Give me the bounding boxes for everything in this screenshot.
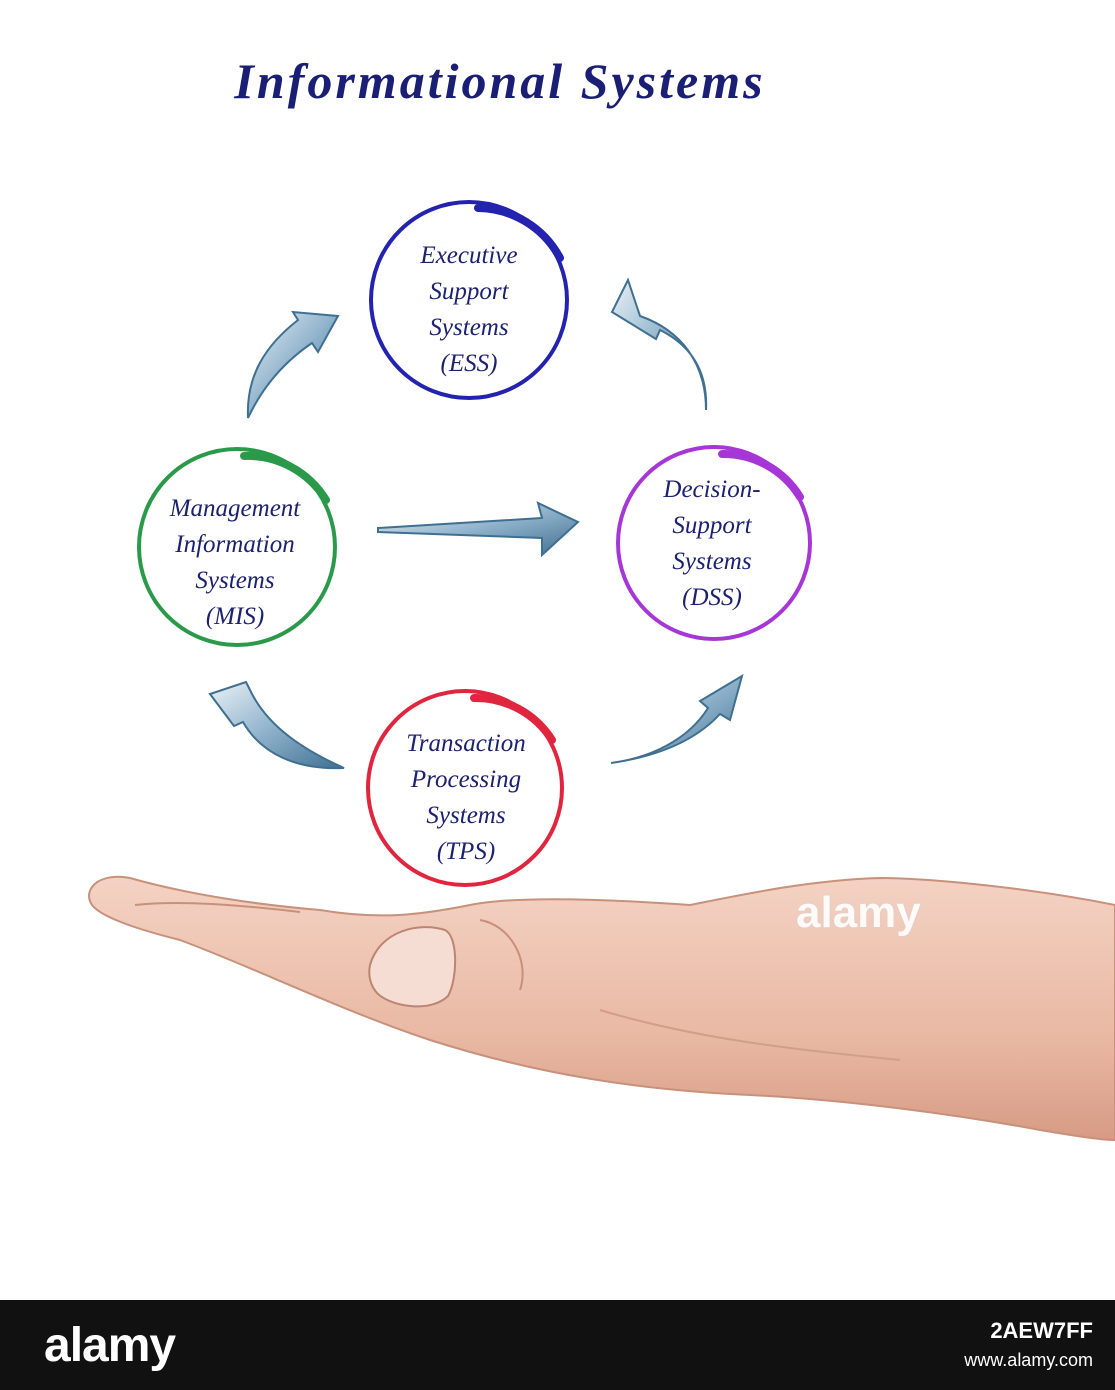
tps-circle — [366, 689, 564, 887]
arrow-tps-to-dss — [610, 673, 744, 764]
mis-circle — [137, 447, 337, 647]
watermark: alamy — [796, 888, 921, 937]
arrow-mis-to-dss — [377, 501, 580, 558]
diagram-graphics — [88, 200, 1115, 1142]
diagram-title: Informational Systems — [234, 53, 766, 109]
footer-image-id: 2AEW7FF — [990, 1318, 1093, 1343]
arrow-tps-to-mis — [208, 680, 345, 770]
node-tps-label: Transaction Processing Systems (TPS) — [406, 730, 526, 865]
footer-bar — [0, 1300, 1115, 1390]
ess-circle — [369, 200, 569, 400]
node-mis-label: Management Information Systems (MIS) — [169, 495, 301, 630]
node-dss-label: Decision- Support Systems (DSS) — [663, 476, 761, 611]
footer-logo[interactable]: alamy — [44, 1319, 176, 1372]
dss-circle — [616, 445, 812, 641]
hand-illustration — [88, 875, 1115, 1142]
node-ess-label: Executive Support Systems (ESS) — [420, 242, 518, 377]
diagram-canvas: Informational Systems Executive Support … — [88, 53, 1115, 1142]
arrow-dss-to-ess — [610, 277, 708, 411]
footer-url[interactable]: www.alamy.com — [964, 1350, 1093, 1370]
arrow-mis-to-ess — [246, 310, 340, 419]
